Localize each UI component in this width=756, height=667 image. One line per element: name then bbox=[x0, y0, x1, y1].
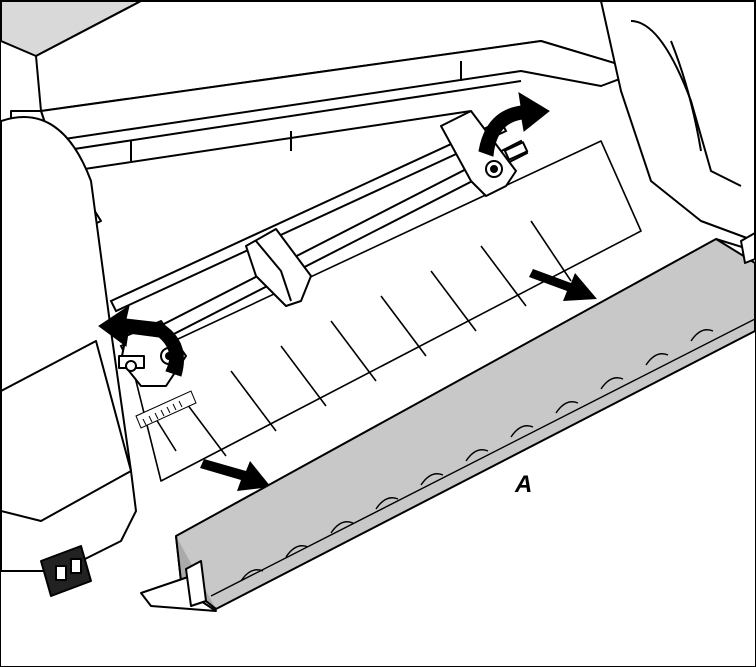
pull-arrow-lower-icon bbox=[200, 459, 271, 491]
scale-ruler bbox=[135, 390, 197, 429]
right-tractor-lever bbox=[440, 110, 529, 197]
paper-band bbox=[130, 140, 642, 482]
pull-arrow-upper-icon bbox=[529, 269, 597, 301]
paper-separator-part-a bbox=[140, 232, 755, 612]
rotate-arrow-right-icon bbox=[478, 92, 550, 157]
rotate-arrow-left-icon bbox=[98, 304, 184, 377]
center-paper-support bbox=[245, 228, 312, 307]
printer-left-housing bbox=[1, 116, 137, 597]
printer-right-panel bbox=[600, 1, 755, 242]
callout-label-a: A bbox=[515, 471, 533, 498]
